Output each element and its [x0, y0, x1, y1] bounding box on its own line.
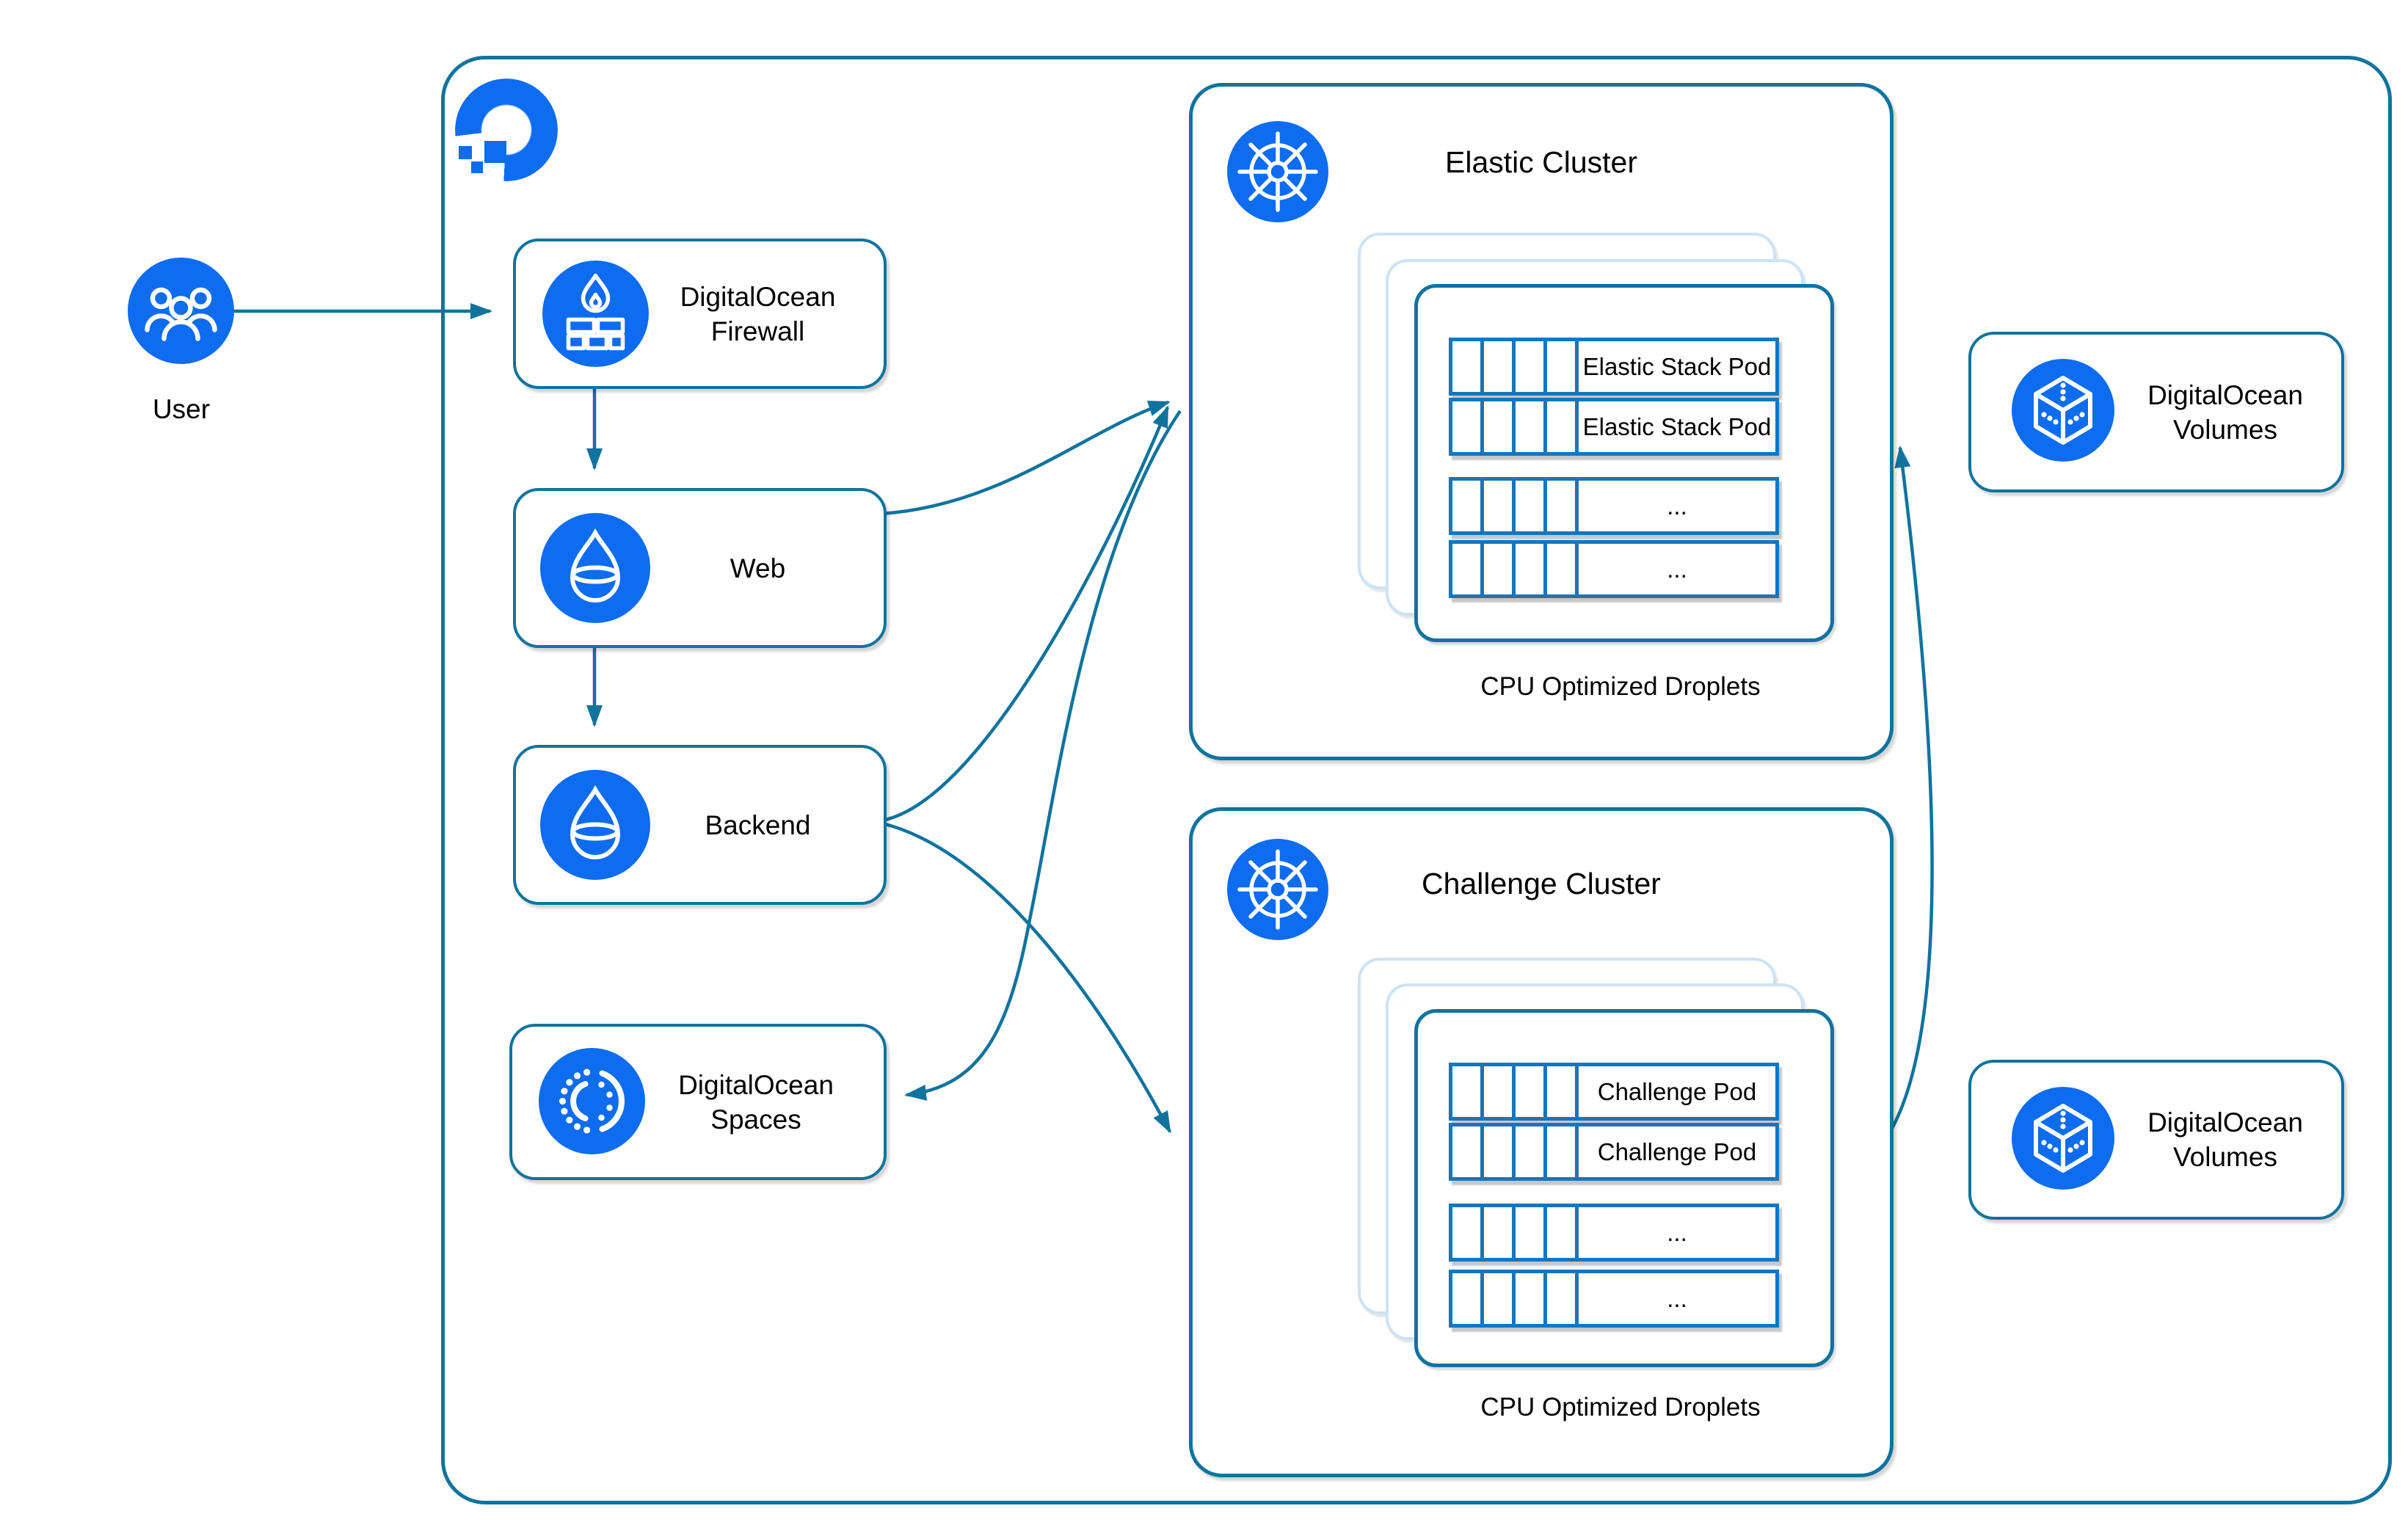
droplet-stack-card-front: Elastic Stack Pod Elastic Stack Pod ... …: [1414, 284, 1834, 642]
pod-label: Elastic Stack Pod: [1582, 412, 1772, 440]
pod-row: ...: [1449, 477, 1779, 535]
cluster-caption: CPU Optimized Droplets: [1480, 1393, 1761, 1422]
cluster-elastic: Elastic Cluster Elastic Stack Pod Elasti…: [1189, 83, 1894, 760]
node-digitalocean-firewall: DigitalOcean Firewall: [513, 239, 887, 389]
pod-row: Elastic Stack Pod: [1449, 398, 1779, 456]
node-label: DigitalOcean Spaces: [678, 1069, 834, 1135]
user-icon: [128, 258, 234, 364]
droplet-icon: [540, 513, 650, 627]
pod-label: ...: [1667, 1218, 1687, 1246]
node-digitalocean-volumes-bottom: DigitalOcean Volumes: [1968, 1060, 2344, 1220]
node-label: Web: [730, 553, 786, 583]
digitalocean-group-container: [441, 56, 2392, 1504]
pod-row: Challenge Pod: [1449, 1123, 1779, 1181]
pod-row: Elastic Stack Pod: [1449, 338, 1779, 396]
node-label: DigitalOcean Volumes: [2147, 1107, 2303, 1172]
pod-row: ...: [1449, 540, 1779, 598]
droplet-stack-card-front: Challenge Pod Challenge Pod ... ...: [1414, 1009, 1834, 1367]
node-digitalocean-spaces: DigitalOcean Spaces: [509, 1024, 887, 1180]
droplet-icon: [540, 770, 650, 884]
pod-label: Elastic Stack Pod: [1582, 352, 1772, 380]
pod-label: Challenge Pod: [1597, 1077, 1757, 1105]
cluster-caption: CPU Optimized Droplets: [1480, 672, 1761, 701]
spaces-icon: [539, 1048, 645, 1158]
volumes-cube-icon: [2012, 1087, 2114, 1193]
node-label: DigitalOcean Firewall: [680, 281, 836, 346]
kubernetes-icon: [1227, 839, 1328, 944]
kubernetes-icon: [1227, 121, 1328, 226]
pod-row: ...: [1449, 1204, 1779, 1262]
node-label: Backend: [705, 809, 811, 840]
cluster-title: Elastic Cluster: [1444, 145, 1637, 179]
cluster-challenge: Challenge Cluster Challenge Pod Challeng…: [1189, 807, 1894, 1477]
volumes-cube-icon: [2012, 359, 2114, 465]
node-web: Web: [513, 488, 887, 648]
node-label: DigitalOcean Volumes: [2147, 379, 2303, 445]
node-digitalocean-volumes-top: DigitalOcean Volumes: [1968, 332, 2344, 492]
node-backend: Backend: [513, 745, 887, 905]
pod-label: ...: [1667, 555, 1687, 583]
pod-label: ...: [1667, 1284, 1687, 1312]
pod-label: ...: [1667, 492, 1687, 520]
firewall-icon: [542, 261, 649, 371]
pod-label: Challenge Pod: [1597, 1138, 1757, 1165]
pod-row: ...: [1449, 1270, 1779, 1328]
user-label: User: [152, 394, 211, 424]
pod-row: Challenge Pod: [1449, 1063, 1779, 1121]
digitalocean-logo-icon: [454, 77, 560, 183]
cluster-title: Challenge Cluster: [1422, 867, 1661, 900]
